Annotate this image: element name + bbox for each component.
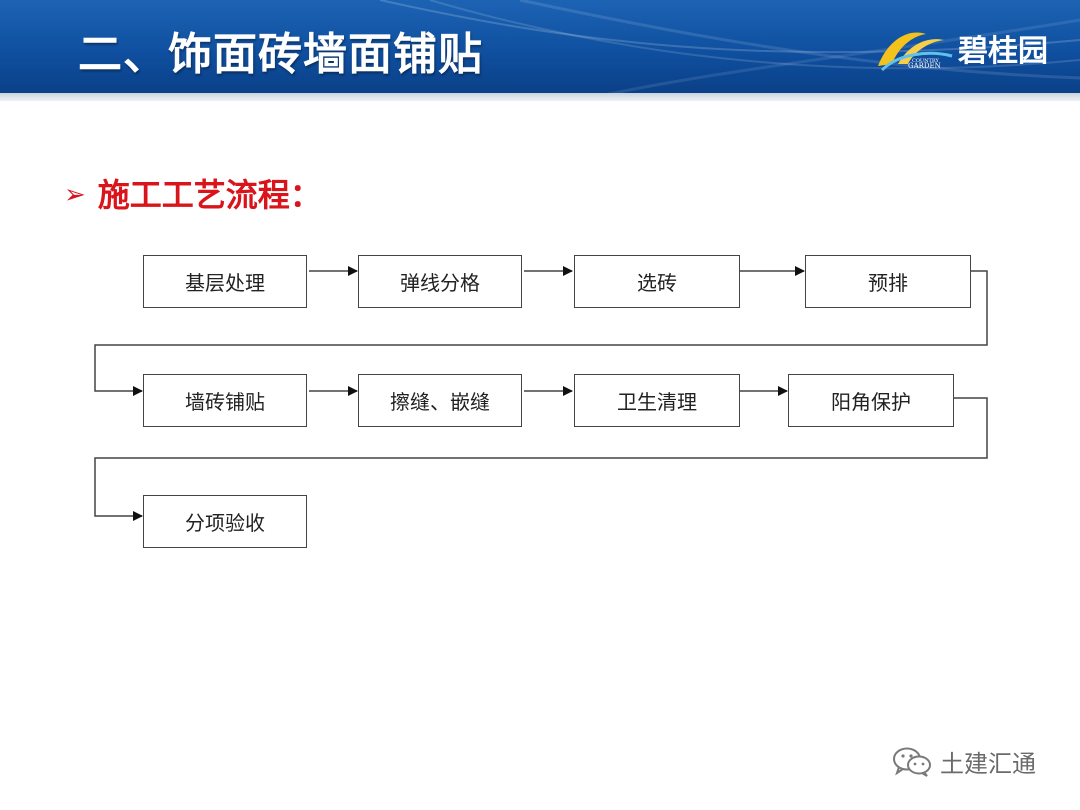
- section-heading: ➢ 施工工艺流程：: [64, 170, 322, 216]
- flow-step-3: 选砖: [574, 255, 740, 308]
- flow-step-5: 墙砖铺贴: [143, 374, 307, 427]
- header-bar: 二、饰面砖墙面铺贴 COUNTRY GARDEN 碧桂园: [0, 0, 1080, 96]
- header-swoosh-decoration: [379, 0, 1080, 96]
- watermark: 土建汇通: [892, 744, 1036, 779]
- arrow-4-5: [94, 270, 988, 396]
- logo-icon: COUNTRY GARDEN: [878, 32, 953, 72]
- flow-step-8: 阳角保护: [788, 374, 954, 427]
- logo-text: 碧桂园: [958, 34, 1048, 69]
- flow-step-6: 擦缝、嵌缝: [358, 374, 522, 427]
- logo-subtitle: GARDEN: [908, 62, 941, 70]
- logo-subtitle-top: COUNTRY: [912, 58, 939, 64]
- arrow-bullet-icon: ➢: [64, 180, 86, 210]
- wechat-icon: [893, 747, 931, 777]
- section-heading-text: 施工工艺流程：: [97, 176, 322, 214]
- flow-step-7: 卫生清理: [574, 374, 740, 427]
- page-title: 二、饰面砖墙面铺贴: [78, 29, 483, 80]
- flow-step-9: 分项验收: [143, 495, 307, 548]
- header-divider: [0, 93, 1080, 101]
- flow-step-4: 预排: [805, 255, 971, 308]
- flow-step-2: 弹线分格: [358, 255, 522, 308]
- arrow-8-9: [94, 397, 988, 521]
- flow-step-1: 基层处理: [143, 255, 307, 308]
- watermark-text: 土建汇通: [940, 750, 1036, 778]
